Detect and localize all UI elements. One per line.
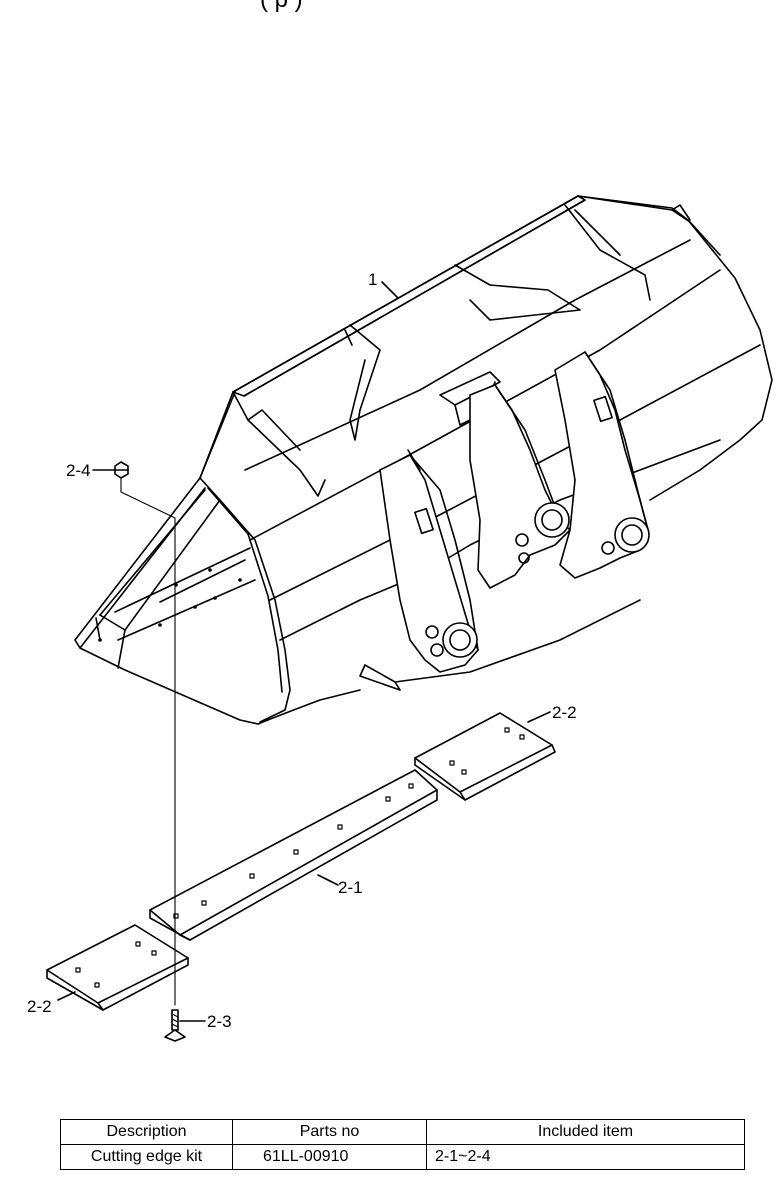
bucket-exploded-diagram xyxy=(46,195,773,1042)
callout-2-1: 2-1 xyxy=(338,878,363,897)
header-included-item: Included item xyxy=(426,1119,745,1145)
nut xyxy=(114,461,129,479)
table-header-row: Description Parts no Included item xyxy=(60,1119,745,1145)
cutting-edge-end-left xyxy=(46,924,189,1011)
table-row: Cutting edge kit 61LL-00910 2-1~2-4 xyxy=(60,1144,745,1170)
nut-axis-line xyxy=(120,477,176,1006)
cutting-edge-center xyxy=(149,769,438,941)
cell-description: Cutting edge kit xyxy=(60,1144,233,1170)
bucket xyxy=(74,195,773,725)
cutting-edge-end-right xyxy=(414,712,556,801)
parts-table: Description Parts no Included item Cutti… xyxy=(60,1119,745,1170)
edge-center-leader-line xyxy=(317,874,339,886)
callout-2-3: 2-3 xyxy=(207,1012,232,1031)
header-parts-no: Parts no xyxy=(232,1119,427,1145)
callout-2-4: 2-4 xyxy=(66,461,91,480)
callout-2-2-right: 2-2 xyxy=(552,703,577,722)
edge-right-leader-line xyxy=(527,711,551,723)
callout-1: 1 xyxy=(368,270,378,289)
bucket-leader-line xyxy=(381,281,399,299)
cell-parts-no: 61LL-00910 xyxy=(232,1144,427,1170)
cell-included-item: 2-1~2-4 xyxy=(426,1144,745,1170)
header-description: Description xyxy=(60,1119,233,1145)
callout-2-2-left: 2-2 xyxy=(27,997,52,1016)
edge-left-leader-line xyxy=(57,991,76,1001)
bolt xyxy=(164,1009,186,1042)
page-header-cut-off: ( p ) xyxy=(260,0,303,12)
